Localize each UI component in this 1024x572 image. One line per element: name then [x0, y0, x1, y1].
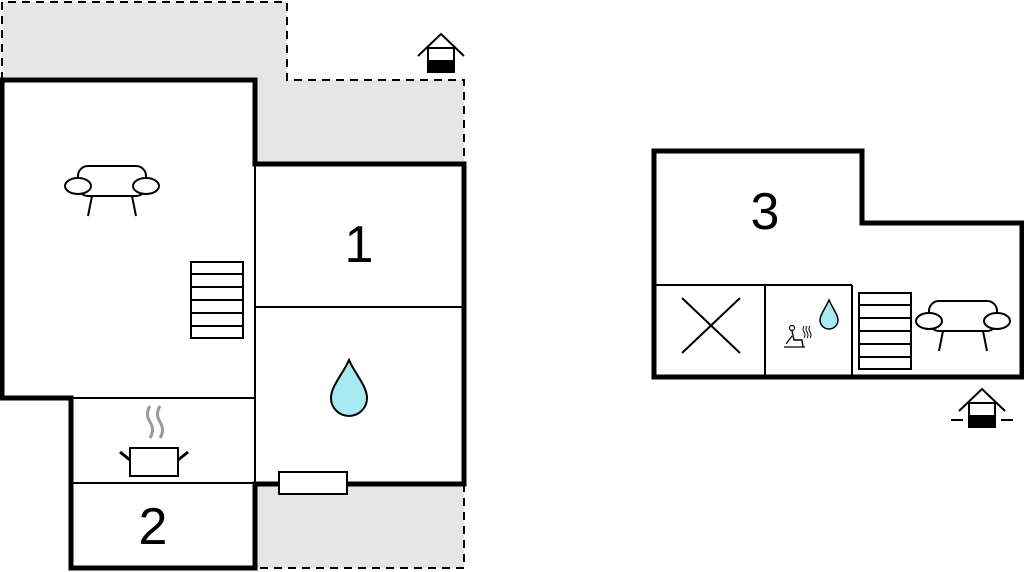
- terrace-top: [2, 2, 464, 164]
- sofa-icon: [915, 300, 1011, 352]
- room-2-label: 2: [139, 498, 168, 556]
- terrace-bottom: [255, 484, 464, 568]
- room-1-label: 1: [345, 216, 374, 274]
- entrance-icon: [951, 387, 1013, 428]
- terrace-bottom-outline: [255, 484, 465, 569]
- void-cross: [681, 297, 741, 354]
- shower-drop-icon: [329, 357, 369, 417]
- floor-2: 3: [651, 148, 1024, 428]
- sofa-icon: [64, 165, 160, 217]
- stairs-icon: [858, 292, 912, 370]
- cooking-pot-icon: [119, 405, 189, 477]
- water-drop-icon: [819, 298, 839, 330]
- floor-1: 1 2: [0, 1, 467, 571]
- room-3-label: 3: [751, 183, 780, 241]
- window: [278, 471, 348, 495]
- outer-walls-2: [651, 148, 1024, 380]
- sauna-icon: [784, 324, 812, 348]
- terrace-top-outline: [1, 1, 465, 164]
- stairs-icon: [190, 261, 244, 339]
- entrance-icon: [417, 32, 465, 73]
